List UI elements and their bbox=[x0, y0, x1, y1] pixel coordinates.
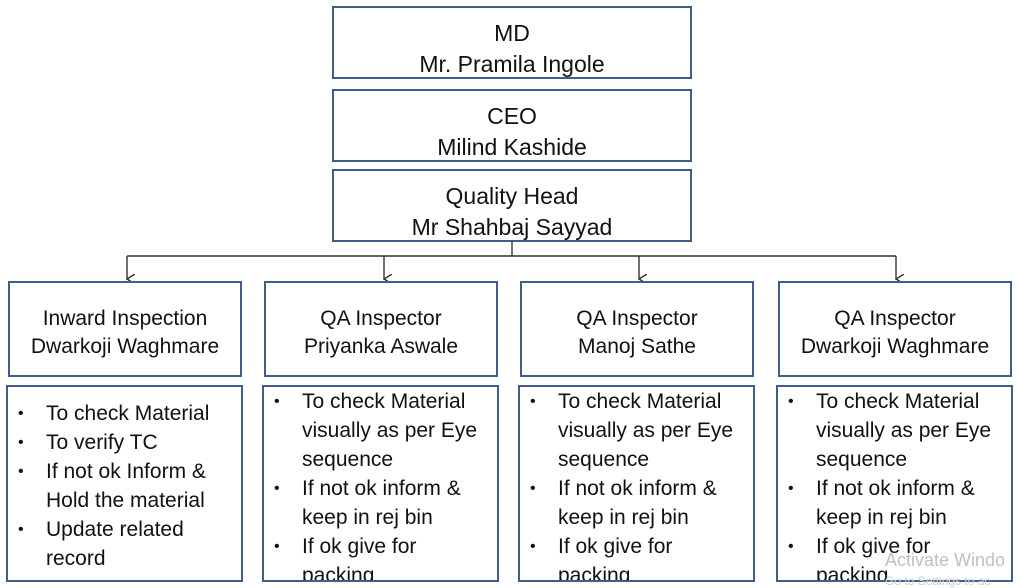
list-item: • If not ok inform & keep in rej bin bbox=[520, 474, 753, 532]
md-box: MD Mr. Pramila Ingole bbox=[332, 6, 692, 79]
bullet-icon: • bbox=[18, 463, 24, 480]
role-person: Manoj Sathe bbox=[578, 335, 696, 358]
duty-text: To verify TC bbox=[46, 431, 158, 454]
list-item: • To check Material visually as per Eye s… bbox=[778, 387, 1011, 474]
bullet-icon: • bbox=[530, 480, 536, 497]
duty-text: If not ok inform & keep in rej bin bbox=[302, 477, 461, 529]
activate-windows-watermark: Activate Windo bbox=[885, 550, 1006, 570]
quality-head-box: Quality Head Mr Shahbaj Sayyad bbox=[332, 169, 692, 242]
list-item: • If ok give for packing bbox=[520, 532, 753, 582]
bullet-icon: • bbox=[788, 393, 794, 410]
role-title: QA Inspector bbox=[834, 307, 956, 330]
list-item: • If ok give for packing bbox=[778, 532, 1011, 582]
duty-list: • To check Material visually as per Eye s… bbox=[264, 387, 497, 582]
duty-box-qa-inspector-1: • To check Material visually as per Eye s… bbox=[262, 385, 499, 582]
list-item: • If ok give for packing bbox=[264, 532, 497, 582]
bullet-icon: • bbox=[18, 521, 24, 538]
list-item: • If not ok Inform & Hold the material bbox=[8, 457, 241, 515]
bullet-icon: • bbox=[274, 538, 280, 555]
duty-text: If not ok inform & keep in rej bin bbox=[558, 477, 717, 529]
duty-text: If not ok Inform & Hold the material bbox=[46, 460, 206, 512]
md-name: Mr. Pramila Ingole bbox=[419, 51, 605, 77]
list-item: • If not ok inform & keep in rej bin bbox=[264, 474, 497, 532]
duty-text: Update related record bbox=[46, 518, 184, 570]
bullet-icon: • bbox=[18, 434, 24, 451]
md-role: MD bbox=[494, 20, 530, 46]
role-box-inward-inspection: Inward Inspection Dwarkoji Waghmare bbox=[8, 281, 242, 377]
bullet-icon: • bbox=[788, 480, 794, 497]
role-person: Dwarkoji Waghmare bbox=[800, 335, 990, 358]
activate-windows-subtext: Go to Settings to ac bbox=[885, 574, 991, 588]
role-title: Inward Inspection bbox=[42, 307, 208, 330]
bullet-icon: • bbox=[530, 538, 536, 555]
duty-text: If ok give for packing bbox=[302, 535, 417, 582]
ceo-box: CEO Milind Kashide bbox=[332, 89, 692, 162]
duty-text: If ok give for packing bbox=[558, 535, 673, 582]
ceo-role: CEO bbox=[487, 103, 537, 129]
role-person: Priyanka Aswale bbox=[303, 335, 459, 358]
duty-box-inward-inspection: • To check Material • To verify TC • If not… bbox=[6, 385, 243, 582]
list-item: • To verify TC bbox=[8, 428, 241, 457]
duty-list: • To check Material • To verify TC • If not… bbox=[8, 399, 241, 573]
duty-box-qa-inspector-2: • To check Material visually as per Eye s… bbox=[518, 385, 755, 582]
bullet-icon: • bbox=[530, 393, 536, 410]
duty-list: • To check Material visually as per Eye s… bbox=[778, 387, 1011, 582]
list-item: • Update related record bbox=[8, 515, 241, 573]
bullet-icon: • bbox=[274, 480, 280, 497]
role-title: QA Inspector bbox=[320, 307, 442, 330]
list-item: • To check Material visually as per Eye s… bbox=[264, 387, 497, 474]
bullet-icon: • bbox=[788, 538, 794, 555]
role-title: QA Inspector bbox=[576, 307, 698, 330]
role-box-qa-inspector-1: QA Inspector Priyanka Aswale bbox=[264, 281, 498, 377]
ceo-name: Milind Kashide bbox=[437, 134, 587, 160]
duty-text: To check Material visually as per Eye se… bbox=[302, 390, 478, 471]
list-item: • If not ok inform & keep in rej bin bbox=[778, 474, 1011, 532]
bullet-icon: • bbox=[18, 405, 24, 422]
duty-box-qa-inspector-3: • To check Material visually as per Eye s… bbox=[776, 385, 1013, 582]
duty-text: If not ok inform & keep in rej bin bbox=[816, 477, 975, 529]
list-item: • To check Material visually as per Eye s… bbox=[520, 387, 753, 474]
duty-list: • To check Material visually as per Eye s… bbox=[520, 387, 753, 582]
role-box-qa-inspector-2: QA Inspector Manoj Sathe bbox=[520, 281, 754, 377]
duty-text: To check Material visually as per Eye se… bbox=[816, 390, 992, 471]
duty-text: To check Material visually as per Eye se… bbox=[558, 390, 734, 471]
role-person: Dwarkoji Waghmare bbox=[30, 335, 220, 358]
bullet-icon: • bbox=[274, 393, 280, 410]
quality-head-role: Quality Head bbox=[445, 183, 579, 209]
role-box-qa-inspector-3: QA Inspector Dwarkoji Waghmare bbox=[778, 281, 1012, 377]
duty-text: To check Material bbox=[46, 402, 210, 425]
duty-text: If ok give for packing bbox=[816, 535, 931, 582]
list-item: • To check Material bbox=[8, 399, 241, 428]
quality-head-name: Mr Shahbaj Sayyad bbox=[411, 214, 613, 240]
